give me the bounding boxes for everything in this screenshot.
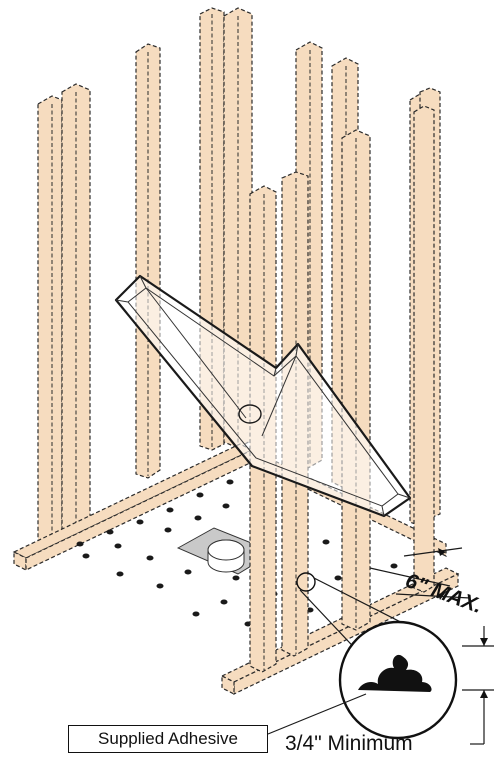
stud-back-left-1 (37, 95, 63, 549)
shower-pan-slope-1 (145, 287, 247, 419)
shower-pan-outline (114, 274, 412, 518)
adhesive-dot (156, 583, 164, 589)
dimension-arrow-bottom (438, 592, 446, 600)
shower-pan-inner-edge (127, 287, 399, 507)
adhesive-detail-callout (267, 572, 494, 745)
adhesive-dot (114, 543, 122, 549)
adhesive-dot (136, 519, 144, 525)
adhesive-dot (184, 569, 192, 575)
extension-line-bottom (395, 593, 471, 599)
dimension-line (369, 567, 451, 587)
adhesive-dot (82, 553, 90, 559)
bottom-plate-front-right-top (233, 573, 459, 695)
adhesive-dot (164, 527, 172, 533)
extension-line-top (403, 547, 463, 557)
dimension-arrow-top (438, 548, 446, 556)
adhesive-dot (76, 541, 84, 547)
adhesive-dot (222, 503, 230, 509)
adhesive-dot (196, 492, 204, 498)
adhesive-dot (334, 575, 342, 581)
adhesive-dot (322, 539, 330, 545)
adhesive-dot (220, 599, 228, 605)
adhesive-leader-line (267, 693, 367, 735)
shower-pan-lip (115, 275, 411, 517)
stud-front-far-right (413, 105, 435, 593)
adhesive-dot (226, 479, 234, 485)
bottom-plate-front-right-face (221, 675, 235, 695)
adhesive-blob-icon (358, 654, 432, 692)
bottom-plate-back-left-face (13, 551, 27, 571)
adhesive-dot (116, 571, 124, 577)
adhesive-dot (166, 507, 174, 513)
adhesive-dot (232, 575, 240, 581)
supplied-adhesive-label: Supplied Adhesive (68, 725, 268, 753)
supplied-adhesive-text: Supplied Adhesive (98, 729, 238, 748)
minimum-height-label: 3/4" Minimum (285, 732, 413, 755)
shower-pan-drain-hole (238, 404, 262, 424)
adhesive-dot (106, 529, 114, 535)
adhesive-dot (194, 515, 202, 521)
adhesive-dot (146, 555, 154, 561)
shower-pan (114, 274, 412, 518)
dimension-arrow-down (480, 638, 488, 646)
adhesive-dot (192, 611, 200, 617)
drain-opening-top (207, 539, 245, 561)
detail-circle-icon (296, 572, 316, 592)
dimension-arrow-up (480, 690, 488, 698)
shower-pan-slope-2 (261, 355, 297, 437)
adhesive-dot (390, 563, 398, 569)
